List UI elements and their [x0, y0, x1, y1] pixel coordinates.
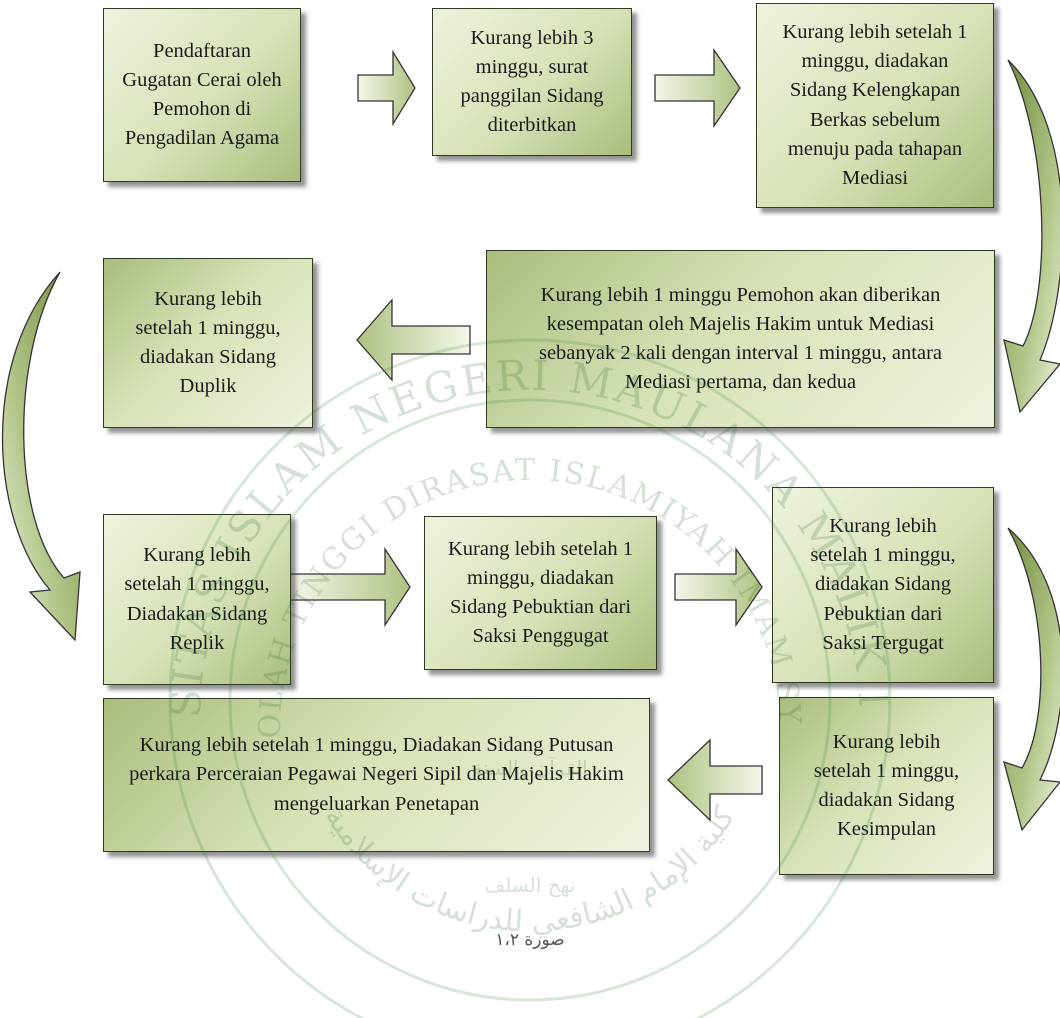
arrow-right-4: [674, 546, 763, 628]
arrow-left-1: [356, 298, 471, 382]
step-box-10: Kurang lebih setelah 1 minggu, Diadakan …: [103, 698, 650, 852]
step-box-6: Kurang lebih setelah 1 minggu, Diadakan …: [103, 514, 291, 685]
step-text-9: Kurang lebih setelah 1 minggu, diadakan …: [813, 730, 960, 841]
step-box-5: Kurang lebih setelah 1 minggu, diadakan …: [103, 258, 313, 428]
step-box-7: Kurang lebih setelah 1 minggu, diadakan …: [424, 516, 657, 670]
step-box-2: Kurang lebih 3 minggu, surat panggilan S…: [432, 8, 632, 156]
step-text-5: Kurang lebih setelah 1 minggu, diadakan …: [135, 287, 281, 398]
step-box-3: Kurang lebih setelah 1 minggu, diadakan …: [756, 3, 994, 208]
step-text-7: Kurang lebih setelah 1 minggu, diadakan …: [447, 537, 633, 648]
curve-connector-2: [1, 271, 81, 642]
curve-connector-3: [1003, 527, 1060, 832]
arrow-right-2: [654, 47, 741, 129]
step-text-3: Kurang lebih setelah 1 minggu, diadakan …: [782, 21, 968, 189]
arrow-right-3: [289, 546, 411, 628]
step-text-10: Kurang lebih setelah 1 minggu, Diadakan …: [129, 734, 624, 815]
arrow-left-2: [667, 738, 763, 822]
step-text-8: Kurang lebih setelah 1 minggu, diadakan …: [810, 515, 956, 654]
step-box-8: Kurang lebih setelah 1 minggu, diadakan …: [772, 487, 994, 683]
figure-caption: صورة ١،٢: [495, 930, 565, 950]
step-box-1: Pendaftaran Gugatan Cerai oleh Pemohon d…: [103, 8, 301, 182]
curve-connector-1: [1003, 59, 1060, 414]
arrow-right-1: [357, 49, 416, 127]
step-box-4: Kurang lebih 1 minggu Pemohon akan diber…: [486, 250, 995, 428]
step-box-9: Kurang lebih setelah 1 minggu, diadakan …: [779, 697, 994, 875]
step-text-4: Kurang lebih 1 minggu Pemohon akan diber…: [538, 283, 943, 394]
step-text-2: Kurang lebih 3 minggu, surat panggilan S…: [460, 26, 604, 137]
step-text-6: Kurang lebih setelah 1 minggu, Diadakan …: [124, 544, 270, 654]
step-text-1: Pendaftaran Gugatan Cerai oleh Pemohon d…: [122, 39, 282, 150]
